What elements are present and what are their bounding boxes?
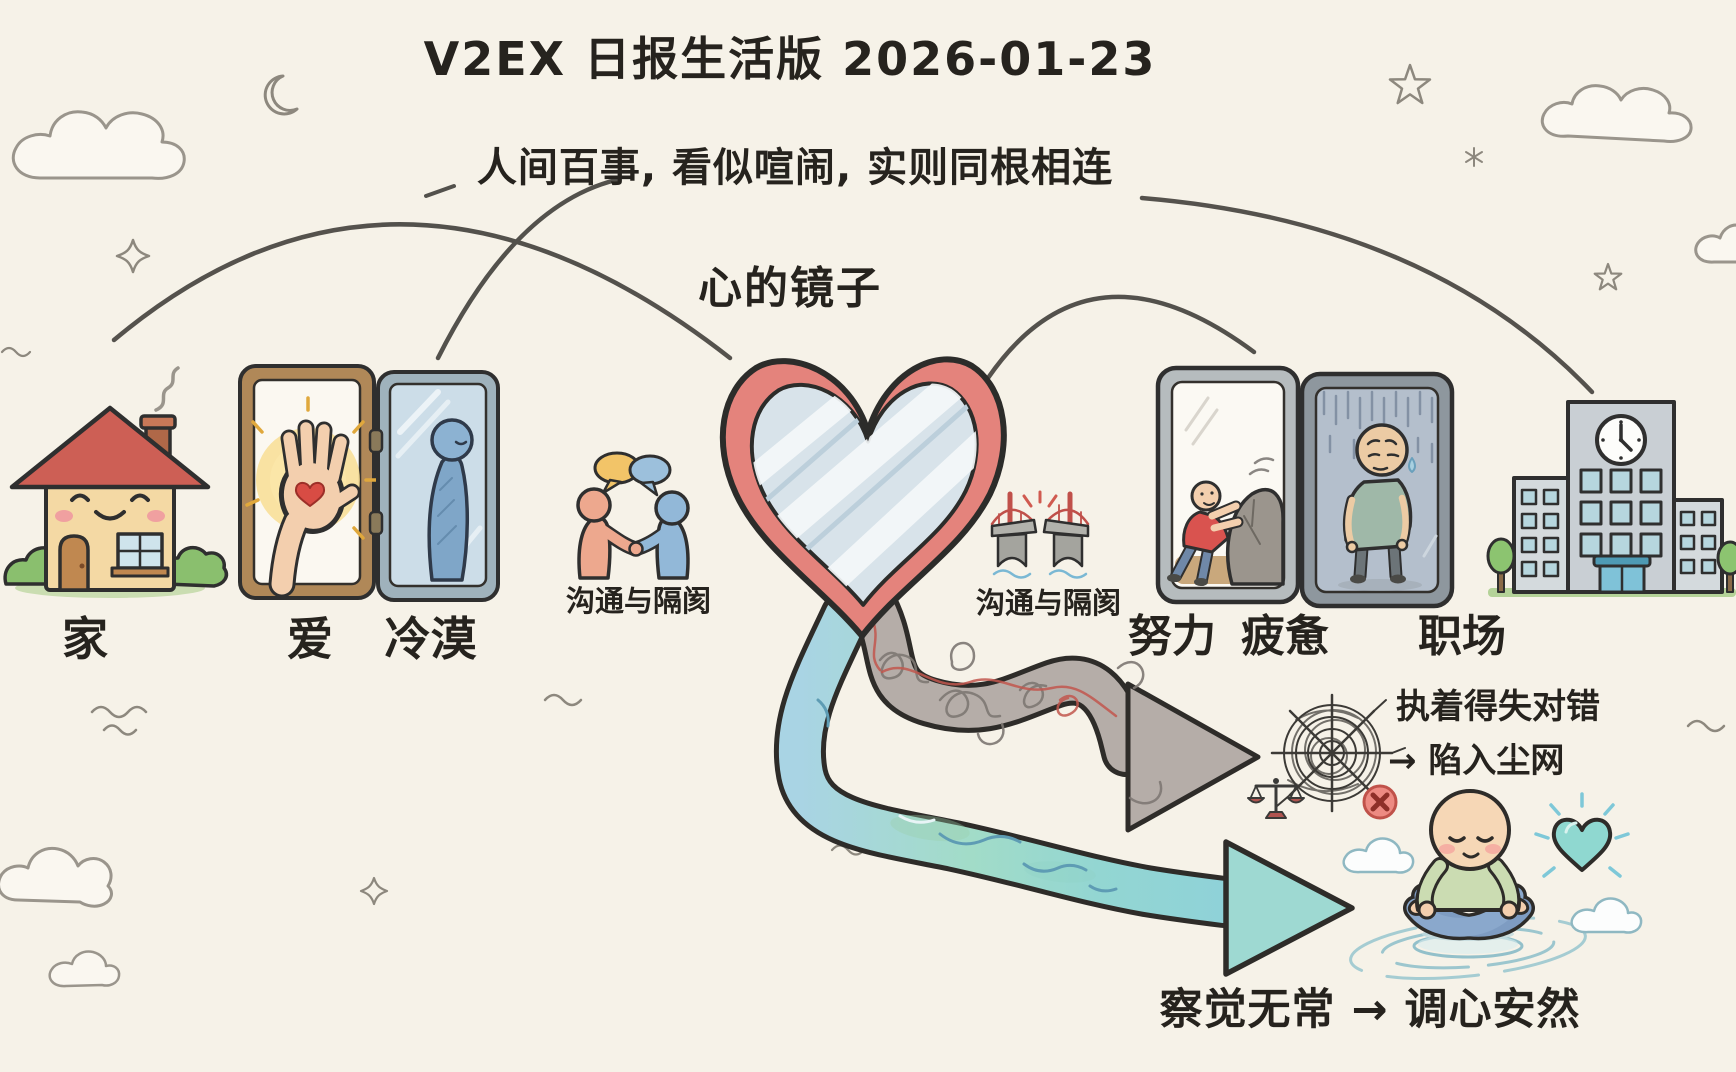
label-communication-left: 沟通与隔阂 (565, 584, 711, 618)
connection-arcs (111, 177, 1595, 395)
star-icon (1388, 63, 1432, 105)
meditating-figure-icon (1349, 789, 1587, 980)
cloud-icon (0, 846, 113, 908)
clear-outcome-caption: 察觉无常 → 调心安然 (1159, 985, 1581, 1035)
folding-mirror-love-icon (238, 364, 380, 600)
hinge-icon (368, 428, 384, 454)
folding-mirror-effort-icon (1155, 365, 1301, 605)
page-subtitle: 人间百事, 看似喧闹, 实则同根相连 (476, 145, 1114, 191)
hand-heart-icon (268, 419, 361, 598)
clock-icon (1595, 414, 1647, 466)
star-icon (1593, 262, 1623, 291)
cloud-icon (11, 110, 186, 180)
label-workplace: 职场 (1418, 611, 1506, 662)
scales-icon (1247, 778, 1305, 819)
label-effort: 努力 (1128, 611, 1216, 662)
tree-icon (1486, 537, 1736, 593)
heart-mirror-title: 心的镜子 (698, 263, 882, 314)
sky-decorations (0, 63, 1736, 988)
wave-icon (90, 705, 148, 719)
folding-mirror-fatigue-icon (1299, 371, 1455, 609)
label-coldness: 冷漠 (384, 612, 477, 666)
wave-icon (543, 693, 583, 707)
turbid-outcome-line1: 执着得失对错 (1396, 687, 1600, 727)
label-fatigue: 疲惫 (1241, 611, 1329, 662)
wave-icon (830, 844, 866, 856)
speech-bubbles-icon (593, 451, 672, 497)
cloud-icon (1694, 223, 1736, 264)
sparkle-icon (115, 238, 151, 274)
turbid-outcome-line2: → 陷入尘网 (1388, 741, 1565, 781)
handshake-figures-icon (576, 451, 690, 580)
glowing-heart-icon (1534, 792, 1630, 878)
sparkle-icon (1465, 147, 1483, 167)
broken-bridge-icon (990, 490, 1090, 579)
hinge-icon (368, 510, 384, 536)
pushing-rock-figure-icon (1167, 457, 1285, 586)
cloud-icon (1540, 84, 1693, 143)
turbid-arrow-icon (845, 575, 1261, 833)
heart-mirror-icon (719, 356, 1007, 639)
folding-mirror-cold-icon (368, 370, 500, 602)
cloud-icon (1342, 837, 1415, 874)
wave-icon (1686, 719, 1726, 733)
crescent-moon-icon (263, 74, 299, 116)
label-communication-right: 沟通与隔阂 (975, 586, 1121, 620)
cloud-icon (48, 950, 121, 988)
wave-icon (102, 724, 138, 736)
label-home: 家 (62, 612, 108, 666)
cloud-icon (1570, 897, 1643, 934)
spider-web-icon (1270, 693, 1406, 813)
clear-arrow-icon (773, 590, 1355, 977)
wave-icon (0, 346, 32, 358)
tired-figure-icon (1338, 423, 1422, 591)
sparkle-icon (359, 876, 389, 906)
calm-clouds (1342, 837, 1643, 934)
cold-figure-icon (427, 418, 474, 582)
page-title: V2EX 日报生活版 2026-01-23 (423, 32, 1157, 86)
tear-icon (1408, 457, 1416, 473)
house-icon (3, 366, 229, 598)
cross-mark-icon (1362, 784, 1398, 820)
label-love: 爱 (287, 612, 333, 666)
office-building-icon (1486, 400, 1736, 597)
